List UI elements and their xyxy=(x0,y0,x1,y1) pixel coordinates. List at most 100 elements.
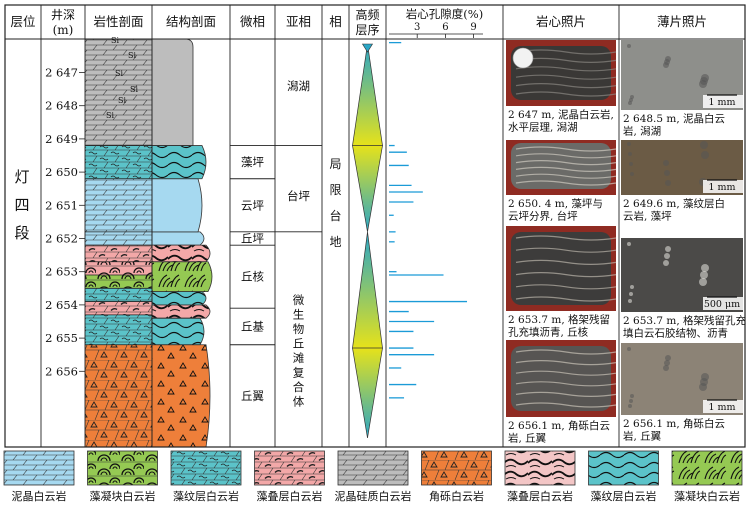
litho-bed-pattern xyxy=(85,344,152,447)
core-photo-texture xyxy=(515,91,617,97)
core-photo-texture xyxy=(515,402,617,408)
litho-bed-pattern xyxy=(85,231,152,246)
microfacies-label: 丘坪 xyxy=(241,232,264,246)
column-header-core: 岩心照片 xyxy=(536,14,586,29)
core-photo-texture xyxy=(515,173,617,179)
facies-label-char: 局 xyxy=(329,157,341,171)
legend-swatch-pattern xyxy=(3,450,75,486)
facies-label-char: 地 xyxy=(329,235,341,249)
core-photo-texture xyxy=(515,49,617,55)
column-header-thin: 薄片照片 xyxy=(657,14,707,29)
core-photo-texture xyxy=(515,259,617,265)
subfacies-label-char: 体 xyxy=(293,395,305,409)
microfacies-label: 丘翼 xyxy=(241,389,264,403)
column-header-litho: 岩性剖面 xyxy=(93,14,143,29)
core-photo-texture xyxy=(515,296,617,302)
thin-section-grain xyxy=(665,246,671,252)
legend-swatch-pattern xyxy=(87,450,158,486)
caption-backdrop xyxy=(621,110,743,140)
core-photo-texture xyxy=(515,83,617,89)
depth-tick-label: 2 654 xyxy=(45,298,78,312)
core-photo-texture xyxy=(515,370,617,376)
column-header-hf: 层序 xyxy=(355,22,379,37)
structure-bed xyxy=(152,39,193,146)
thin-caption: 岩, 潟湖 xyxy=(623,125,661,138)
caption-backdrop xyxy=(506,417,616,445)
core-photo-texture xyxy=(515,247,617,253)
litho-bed-pattern xyxy=(85,261,152,276)
caption-backdrop xyxy=(621,312,743,342)
thin-section-grain xyxy=(701,373,709,381)
structure-bed-outline xyxy=(151,145,207,180)
thin-section-grain xyxy=(663,160,669,166)
thin-section-grain xyxy=(665,355,671,361)
thin-caption: 云岩, 藻坪 xyxy=(623,210,672,223)
litho-bed-pattern xyxy=(85,245,152,262)
thin-section-grain xyxy=(663,260,669,266)
depth-tick-label: 2 650 xyxy=(45,165,78,179)
core-photo-texture xyxy=(515,360,617,366)
legend-swatch-pattern xyxy=(421,450,492,486)
caption-backdrop xyxy=(506,311,616,339)
scale-bar-backdrop xyxy=(703,297,743,310)
column-header-hf: 高频 xyxy=(355,7,379,22)
core-caption: 云坪分界, 台坪 xyxy=(508,210,578,223)
core-photo-texture xyxy=(515,391,617,397)
depth-tick-label: 2 647 xyxy=(45,66,78,80)
caption-backdrop xyxy=(621,415,743,445)
sequence-triangle xyxy=(361,43,374,53)
thin-section-grain xyxy=(629,399,633,403)
structure-bed xyxy=(152,178,202,232)
legend-swatch-pattern xyxy=(588,450,659,486)
thin-section-grain xyxy=(665,56,671,62)
core-photo-sample xyxy=(511,346,611,411)
column-header-micro: 微相 xyxy=(240,14,265,29)
core-photo-texture xyxy=(515,66,617,72)
legend-label: 角砾白云岩 xyxy=(429,489,484,503)
sequence-triangle xyxy=(352,347,383,439)
scale-bar-backdrop xyxy=(703,400,743,413)
thin-section-grain xyxy=(663,365,669,371)
thin-section-grain xyxy=(627,242,631,246)
scale-bar-label: 500 μm xyxy=(704,299,740,310)
depth-tick-label: 2 656 xyxy=(45,364,78,378)
subfacies-label-char: 滩 xyxy=(293,351,305,365)
legend-label: 泥晶白云岩 xyxy=(12,489,67,503)
thin-section-grain xyxy=(628,152,632,156)
silica-marker: Si xyxy=(111,36,119,45)
silica-marker: Si xyxy=(128,51,136,60)
structure-bed-pattern xyxy=(152,344,210,447)
subfacies-label-char: 生 xyxy=(293,308,305,322)
core-photo-texture xyxy=(515,160,617,166)
sequence-triangle xyxy=(352,145,383,232)
thin-section-grain xyxy=(700,141,708,149)
legend-swatch-pattern xyxy=(254,450,325,486)
structure-bed-pattern xyxy=(152,261,212,292)
subfacies-label-char: 微 xyxy=(293,293,305,307)
legend-label: 藻纹层白云岩 xyxy=(591,489,657,503)
table-frame xyxy=(4,4,746,448)
microfacies-label: 丘基 xyxy=(241,319,264,333)
core-caption: 2 650. 4 m, 藻坪与 xyxy=(508,197,603,210)
core-caption: 2 656.1 m, 角砾白云 xyxy=(508,419,610,432)
subfacies-label-char: 复 xyxy=(293,366,305,380)
depth-tick-label: 2 652 xyxy=(45,232,78,246)
thin-section-grain xyxy=(664,253,670,259)
column-header-sub: 亚相 xyxy=(286,14,311,29)
depth-tick-label: 2 653 xyxy=(45,265,78,279)
porosity-tick-label: 3 xyxy=(414,22,420,33)
scale-bar-label: 1 mm xyxy=(708,182,735,193)
depth-tick-label: 2 649 xyxy=(45,132,78,146)
thin-caption: 2 656.1 m, 角砾白云 xyxy=(623,417,725,430)
thin-section-grain xyxy=(665,180,671,186)
structure-bed-pattern xyxy=(152,304,210,319)
structure-bed-pattern xyxy=(152,318,204,345)
legend-label: 藻叠层白云岩 xyxy=(507,489,573,503)
caption-backdrop xyxy=(506,195,616,223)
thin-caption: 2 649.6 m, 藻纹层白 xyxy=(623,197,725,210)
caption-backdrop xyxy=(506,106,616,140)
scale-bar-label: 1 mm xyxy=(708,402,735,413)
silica-marker: Si xyxy=(106,111,114,120)
subfacies-label-char: 物 xyxy=(293,322,305,336)
porosity-tick-label: 6 xyxy=(442,22,448,33)
